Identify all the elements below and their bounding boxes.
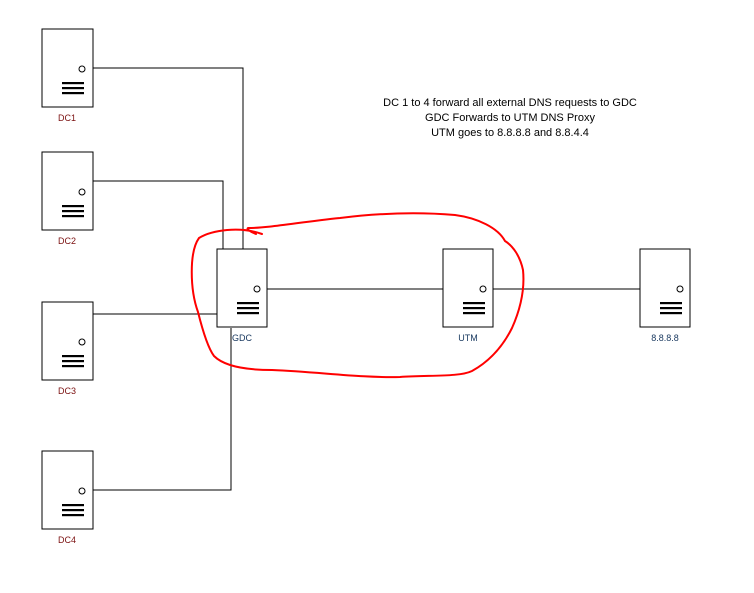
connection-dc1-gdc bbox=[93, 67, 244, 249]
note-line-1: DC 1 to 4 forward all external DNS reque… bbox=[383, 97, 637, 109]
server-utm[interactable]: UTM bbox=[442, 248, 494, 343]
connection-dc2-gdc bbox=[93, 180, 224, 249]
server-dc4[interactable]: DC4 bbox=[41, 450, 94, 545]
server-dc1[interactable]: DC1 bbox=[41, 28, 94, 123]
red-highlight-loop bbox=[190, 212, 525, 379]
server-gdc[interactable]: GDC bbox=[216, 248, 268, 343]
server-label-utm: UTM bbox=[458, 333, 478, 343]
server-icon bbox=[463, 285, 487, 315]
server-icon bbox=[62, 65, 86, 95]
server-icon bbox=[660, 285, 684, 315]
note-line-3: UTM goes to 8.8.8.8 and 8.8.4.4 bbox=[431, 127, 589, 139]
server-icon bbox=[62, 338, 86, 368]
server-label-dc1: DC1 bbox=[58, 113, 76, 123]
server-icon bbox=[62, 188, 86, 218]
connection-dc4-gdc bbox=[93, 328, 232, 491]
connection-lines bbox=[93, 67, 640, 491]
server-dc2[interactable]: DC2 bbox=[41, 151, 94, 246]
server-label-gdc: GDC bbox=[232, 333, 253, 343]
server-label-dc4: DC4 bbox=[58, 535, 76, 545]
server-icon bbox=[237, 285, 261, 315]
servers: DC1 DC2 DC3 bbox=[41, 28, 691, 545]
server-icon bbox=[62, 487, 86, 517]
server-label-google-dns: 8.8.8.8 bbox=[651, 333, 679, 343]
server-google-dns[interactable]: 8.8.8.8 bbox=[639, 248, 691, 343]
server-label-dc3: DC3 bbox=[58, 386, 76, 396]
server-dc3[interactable]: DC3 bbox=[41, 301, 94, 396]
server-label-dc2: DC2 bbox=[58, 236, 76, 246]
note-line-2: GDC Forwards to UTM DNS Proxy bbox=[425, 112, 595, 124]
annotation-note: DC 1 to 4 forward all external DNS reque… bbox=[383, 97, 637, 139]
